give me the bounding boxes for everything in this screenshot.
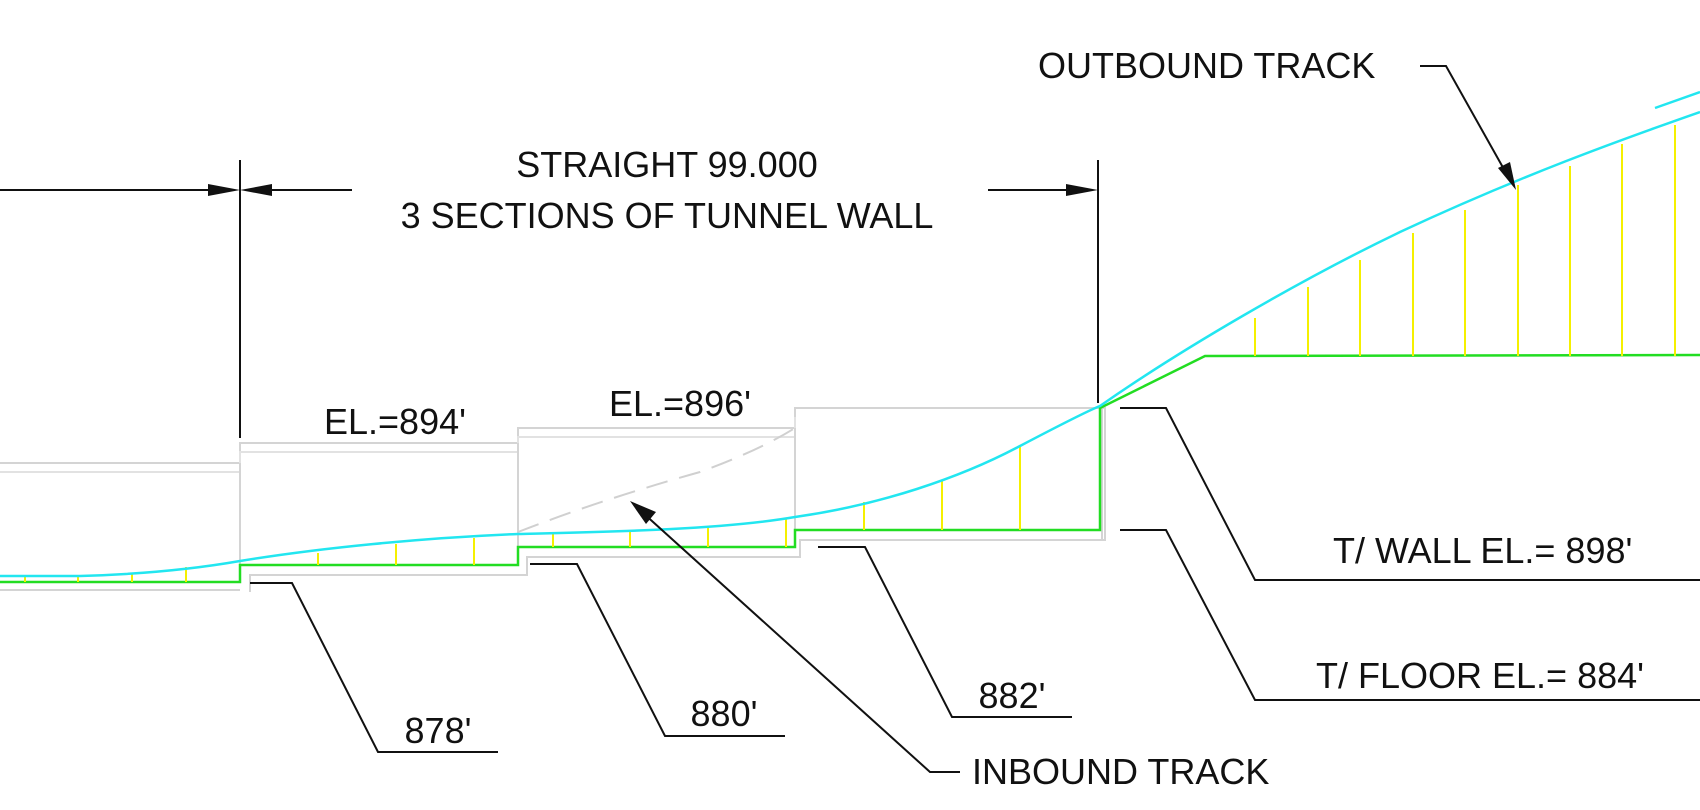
- floor-line: [0, 353, 1700, 584]
- outbound-track-label: OUTBOUND TRACK: [1038, 45, 1375, 86]
- inbound-track-label: INBOUND TRACK: [972, 751, 1269, 792]
- inbound-track-leader: [641, 511, 960, 773]
- top-of-floor-label: T/ FLOOR EL.= 884': [1316, 655, 1644, 696]
- outbound-track-arrowhead: [1498, 162, 1516, 190]
- dimension-text-straight: STRAIGHT 99.000: [516, 144, 817, 185]
- track-profile-line: [0, 110, 1700, 578]
- floor-elevation-label: 878': [405, 710, 472, 751]
- floor-elevation-leaders: [250, 546, 1072, 753]
- top-of-wall-leader: [1120, 407, 1700, 581]
- wall-elevation-label: EL.=896': [609, 383, 751, 424]
- track-extension-line: [1654, 90, 1700, 110]
- floor-elevation-label: 880': [691, 693, 758, 734]
- top-of-wall-label: T/ WALL EL.= 898': [1333, 530, 1632, 571]
- hatch-lines: [24, 125, 1676, 582]
- top-of-floor-leader: [1120, 529, 1700, 701]
- tunnel-wall-outlines: [0, 407, 1106, 592]
- dimension-text-sections: 3 SECTIONS OF TUNNEL WALL: [401, 195, 934, 236]
- floor-elevation-label: 882': [979, 675, 1046, 716]
- dimension-lines: [0, 160, 1099, 438]
- wall-elevation-label: EL.=894': [324, 401, 466, 442]
- outbound-track-leader: [1420, 65, 1511, 181]
- inbound-track-arrowhead: [630, 501, 656, 524]
